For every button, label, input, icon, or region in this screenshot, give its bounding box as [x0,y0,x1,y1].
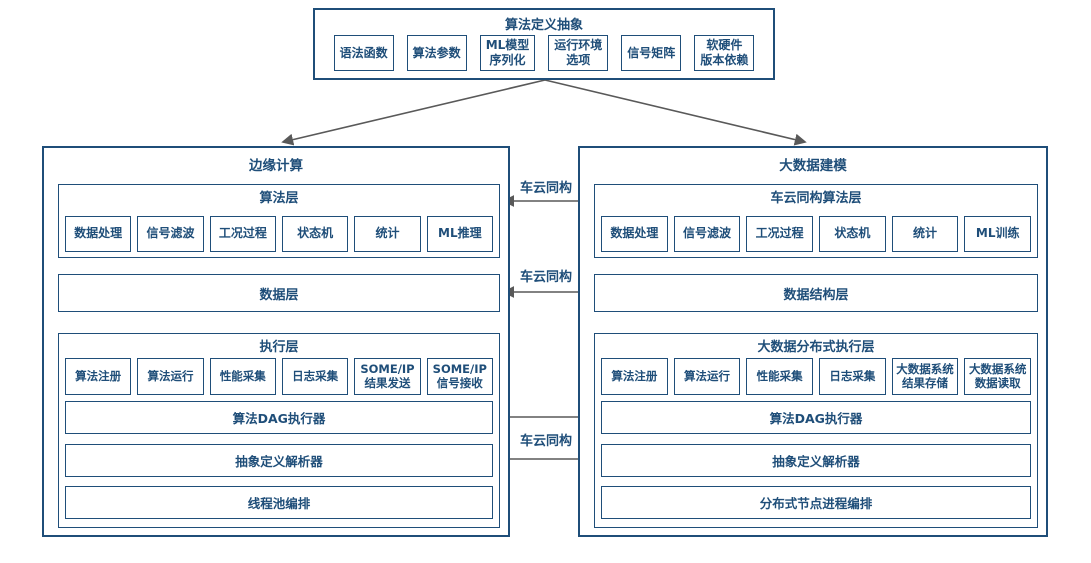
link-label-executors: 车云同构 [519,434,573,449]
chip-performance-collection: 性能采集 [209,358,276,395]
edge-panel-title: 边缘计算 [249,158,303,174]
edge-dag-executor-bar: 算法DAG执行器 [65,401,493,434]
bigdata-node-process-orchestration-bar: 分布式节点进程编排 [601,486,1031,519]
bigdata-execution-items: 算法注册 算法运行 性能采集 日志采集 大数据系统 结果存储 大数据系统 数据读… [601,358,1032,395]
bigdata-algorithm-layer-title: 车云同构算法层 [770,191,862,206]
chip-statistics: 统计 [891,216,959,252]
chip-hw-sw-version-deps: 软硬件 版本依赖 [694,35,755,71]
chip-algo-run: 算法运行 [673,358,741,395]
chip-bigdata-data-read: 大数据系统 数据读取 [964,358,1032,395]
chip-state-machine: 状态机 [819,216,886,252]
edge-definition-parser-bar: 抽象定义解析器 [65,444,493,477]
chip-algo-registration: 算法注册 [65,358,132,395]
arrow-top-to-right [544,79,807,146]
chip-someip-signal-receive: SOME/IP 信号接收 [426,358,493,395]
link-label-algo-layers: 车云同构 [519,181,573,196]
edge-data-layer: 数据层 [58,274,500,312]
edge-execution-items: 算法注册 算法运行 性能采集 日志采集 SOME/IP 结果发送 SOME/IP… [65,358,493,395]
chip-syntax-functions: 语法函数 [333,35,394,71]
edge-data-layer-title: 数据层 [259,287,299,303]
arrow-top-to-left [281,79,546,146]
chip-condition-process: 工况过程 [209,216,276,252]
chip-algo-run: 算法运行 [137,358,204,395]
chip-algo-registration: 算法注册 [601,358,668,395]
bigdata-algorithm-layer: 车云同构算法层 数据处理 信号滤波 工况过程 状态机 统计 ML训练 [594,184,1038,258]
bigdata-modeling-panel: 大数据建模 车云同构算法层 数据处理 信号滤波 工况过程 状态机 统计 ML训练… [578,146,1048,537]
chip-ml-model-serialization: ML模型 序列化 [479,35,536,71]
chip-runtime-env-options: 运行环境 选项 [548,35,609,71]
top-box-items: 语法函数 算法参数 ML模型 序列化 运行环境 选项 信号矩阵 软硬件 版本依赖 [327,35,761,71]
edge-algorithm-items: 数据处理 信号滤波 工况过程 状态机 统计 ML推理 [65,216,493,252]
bigdata-algorithm-items: 数据处理 信号滤波 工况过程 状态机 统计 ML训练 [601,216,1032,252]
edge-computing-panel: 边缘计算 算法层 数据处理 信号滤波 工况过程 状态机 统计 ML推理 数据层 … [42,146,510,537]
edge-algorithm-layer: 算法层 数据处理 信号滤波 工况过程 状态机 统计 ML推理 [58,184,500,258]
chip-data-processing: 数据处理 [65,216,132,252]
edge-thread-pool-bar: 线程池编排 [65,486,493,519]
chip-signal-filtering: 信号滤波 [137,216,204,252]
bigdata-execution-layer-title: 大数据分布式执行层 [757,340,875,355]
chip-signal-filtering: 信号滤波 [673,216,741,252]
chip-state-machine: 状态机 [281,216,349,252]
chip-bigdata-result-storage: 大数据系统 结果存储 [891,358,959,395]
chip-ml-inference: ML推理 [426,216,493,252]
edge-execution-layer-title: 执行层 [259,340,299,355]
edge-execution-layer: 执行层 算法注册 算法运行 性能采集 日志采集 SOME/IP 结果发送 SOM… [58,333,500,528]
chip-data-processing: 数据处理 [601,216,668,252]
bigdata-dag-executor-bar: 算法DAG执行器 [601,401,1031,434]
chip-log-collection: 日志采集 [819,358,886,395]
bigdata-data-structure-layer: 数据结构层 [594,274,1038,312]
chip-condition-process: 工况过程 [746,216,814,252]
chip-ml-training: ML训练 [964,216,1032,252]
chip-performance-collection: 性能采集 [746,358,814,395]
bigdata-data-structure-layer-title: 数据结构层 [783,287,849,303]
chip-statistics: 统计 [354,216,421,252]
chip-algo-params: 算法参数 [406,35,467,71]
chip-log-collection: 日志采集 [281,358,349,395]
edge-algorithm-layer-title: 算法层 [259,191,299,206]
bigdata-distributed-execution-layer: 大数据分布式执行层 算法注册 算法运行 性能采集 日志采集 大数据系统 结果存储… [594,333,1038,528]
algorithm-definition-abstraction-box: 算法定义抽象 语法函数 算法参数 ML模型 序列化 运行环境 选项 信号矩阵 软… [313,8,775,80]
chip-signal-matrix: 信号矩阵 [621,35,682,71]
chip-someip-result-send: SOME/IP 结果发送 [354,358,421,395]
bigdata-panel-title: 大数据建模 [779,158,847,174]
bigdata-definition-parser-bar: 抽象定义解析器 [601,444,1031,477]
link-label-data-layers: 车云同构 [519,270,573,285]
top-box-title: 算法定义抽象 [504,18,583,33]
